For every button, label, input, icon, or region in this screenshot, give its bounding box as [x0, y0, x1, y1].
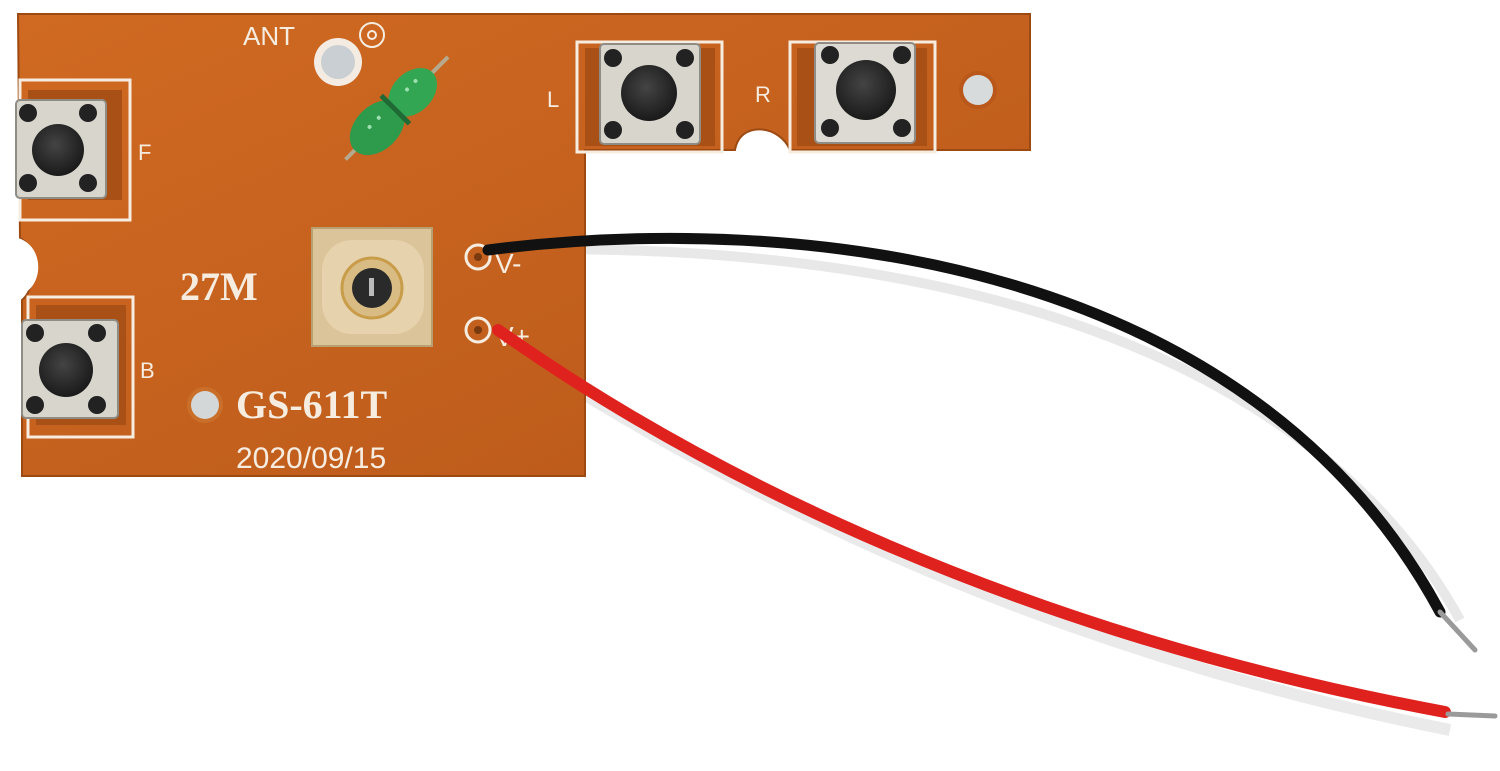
button-label-f: F	[138, 140, 151, 165]
button-label-r: R	[755, 82, 771, 107]
tactile-button-right	[788, 40, 937, 154]
model-label: GS-611T	[236, 382, 387, 427]
tactile-button-left	[575, 40, 724, 154]
date-label: 2020/09/15	[236, 442, 386, 475]
mounting-hole	[187, 387, 223, 423]
tactile-button-forward	[15, 78, 132, 222]
crystal-oscillator	[311, 227, 433, 347]
frequency-label: 27M	[180, 264, 258, 309]
pad-v-minus	[464, 243, 492, 271]
button-label-l: L	[547, 87, 559, 112]
inductor-coil	[344, 55, 450, 161]
black-wire	[482, 232, 1478, 653]
mounting-hole	[314, 38, 362, 86]
tactile-button-back	[21, 295, 135, 439]
pad-v-plus	[464, 316, 492, 344]
antenna-label: ANT	[243, 21, 295, 51]
button-label-b: B	[140, 358, 155, 383]
mounting-hole	[959, 71, 997, 109]
red-wire	[492, 324, 1498, 719]
